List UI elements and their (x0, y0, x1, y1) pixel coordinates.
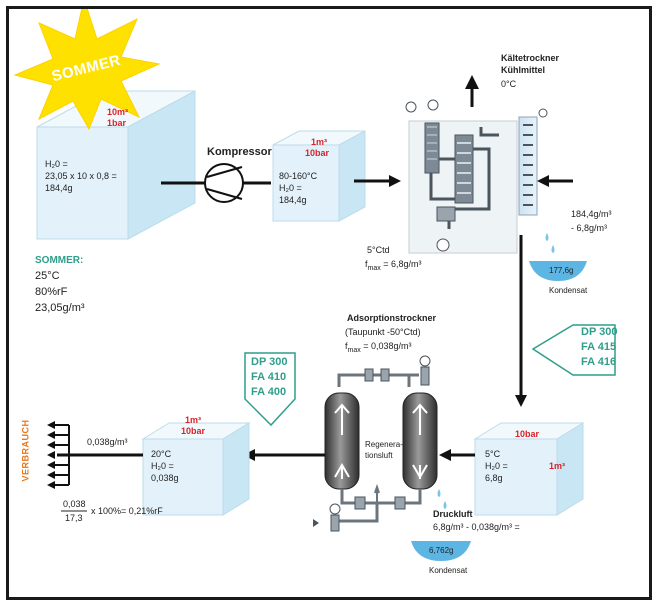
compressor-icon (204, 163, 244, 203)
receiver-water-value: 6,8g (485, 473, 503, 483)
refrigeration-condensate-value: 177,6g (549, 266, 574, 275)
receiver-volume: 1m³ (549, 461, 566, 471)
outlet-line-value: 0,038g/m³ (87, 437, 128, 447)
pressure-air-condensate-label: Kondensat (429, 566, 468, 575)
intake-cube (36, 90, 196, 240)
pipe-down-to-receiver (515, 235, 527, 407)
intake-volume: 10m³ (107, 107, 129, 117)
coolant-in-arrow-icon (537, 175, 573, 187)
pressure-air-formula: 6,8g/m³ - 0,038g/m³ = (433, 522, 520, 532)
adsorption-title: Adsorptionstrockner (347, 313, 437, 323)
outlet-temp: 20°C (151, 449, 172, 459)
compressor-water-value: 184,4g (279, 195, 307, 205)
summer-humidity: 80%rF (35, 286, 68, 298)
diagram-canvas (13, 9, 616, 561)
adsorption-fmax-sub: max (347, 346, 361, 354)
diagram-frame: SOMMER 10m³ 1bar H₂0 = 23,05 x 10 x 0,8 … (6, 6, 652, 600)
consumer-label: VERBRAUCH (20, 419, 31, 482)
refrigeration-fmax-prefix: f (365, 259, 368, 269)
regen-line-2: tionsluft (365, 451, 393, 460)
compressor-temp: 80-160°C (279, 171, 318, 181)
outlet-water-value: 0,038g (151, 473, 179, 483)
outlet-bar: 10bar (181, 426, 206, 436)
filter-left-1: DP 300 (251, 356, 288, 368)
adsorption-fmax-prefix: f (345, 341, 348, 351)
filter-right-1: DP 300 (581, 326, 618, 338)
refrigeration-fmax-sub: max (367, 264, 381, 272)
refrigeration-minus-value: - 6,8g/m³ (571, 223, 608, 233)
filter-left-3: FA 400 (251, 386, 287, 398)
refrigeration-subtitle: Kühlmittel (501, 65, 545, 75)
compressor-label: Kompressor (207, 146, 272, 158)
arrow-to-dryer-icon (354, 175, 401, 187)
pressure-air-condensate-value: 6,762g (429, 546, 454, 555)
outlet-water-label: H₂0 = (151, 461, 174, 471)
receiver-temp: 5°C (485, 449, 501, 459)
intake-water-label: H₂0 = (45, 159, 68, 169)
compressed-air-cube (272, 130, 366, 222)
heat-out-arrow-icon (465, 75, 479, 107)
refrigeration-in-value: 184,4g/m³ (571, 209, 612, 219)
consumer-outlets (47, 421, 143, 489)
receiver-water-label: H₂0 = (485, 461, 508, 471)
coolant-temp: 0°C (501, 79, 517, 89)
compressor-out-volume: 1m³ (311, 137, 328, 147)
refrigeration-condensate-label: Kondensat (549, 286, 588, 295)
pipe-to-adsorption (439, 449, 475, 461)
filter-callout-right-shape (531, 324, 616, 376)
refrigeration-fmax-value: = 6,8g/m³ (380, 259, 422, 269)
filter-right-3: FA 416 (581, 356, 617, 368)
refrigeration-title: Kältetrockner (501, 53, 560, 63)
filter-callout-left-shape (244, 352, 296, 427)
regen-line-1: Regenera- (365, 440, 403, 449)
outlet-cube (141, 422, 251, 516)
refrigeration-dryer-illustration (405, 99, 548, 254)
intake-water-result: 184,4g (45, 183, 73, 193)
adsorption-fmax: fmax = 0,038g/m³ (345, 341, 412, 356)
summer-absolute: 23,05g/m³ (35, 302, 85, 314)
rh-numerator: 0,038 (63, 499, 86, 509)
adsorption-fmax-value: = 0,038g/m³ (360, 341, 412, 351)
summer-temperature: 25°C (35, 270, 60, 282)
intake-water-formula: 23,05 x 10 x 0,8 = (45, 171, 117, 181)
compressor-water-label: H₂0 = (279, 183, 302, 193)
receiver-cube (473, 422, 585, 516)
intake-bar: 1bar (107, 118, 127, 128)
adsorption-dewpoint: (Taupunkt -50°Ctd) (345, 327, 421, 337)
adsorption-dryer-illustration (313, 355, 438, 532)
summer-title: SOMMER: (35, 255, 84, 266)
pipe-to-outlet (243, 449, 325, 461)
outlet-volume: 1m³ (185, 415, 202, 425)
refrigeration-fmax: fmax = 6,8g/m³ (365, 259, 422, 274)
compressor-out-bar: 10bar (305, 148, 330, 158)
rh-suffix: x 100%= 0,21%rF (91, 506, 163, 516)
filter-left-2: FA 410 (251, 371, 287, 383)
refrigeration-dewpoint: 5°Ctd (367, 245, 390, 255)
receiver-bar: 10bar (515, 429, 540, 439)
pressure-air-title: Druckluft (433, 509, 473, 519)
rh-denominator: 17,3 (65, 513, 83, 523)
sun-star-shape (13, 9, 161, 131)
filter-right-2: FA 415 (581, 341, 617, 353)
condensate-bowl-upper (529, 233, 587, 281)
condensate-bowl-lower (411, 489, 471, 561)
